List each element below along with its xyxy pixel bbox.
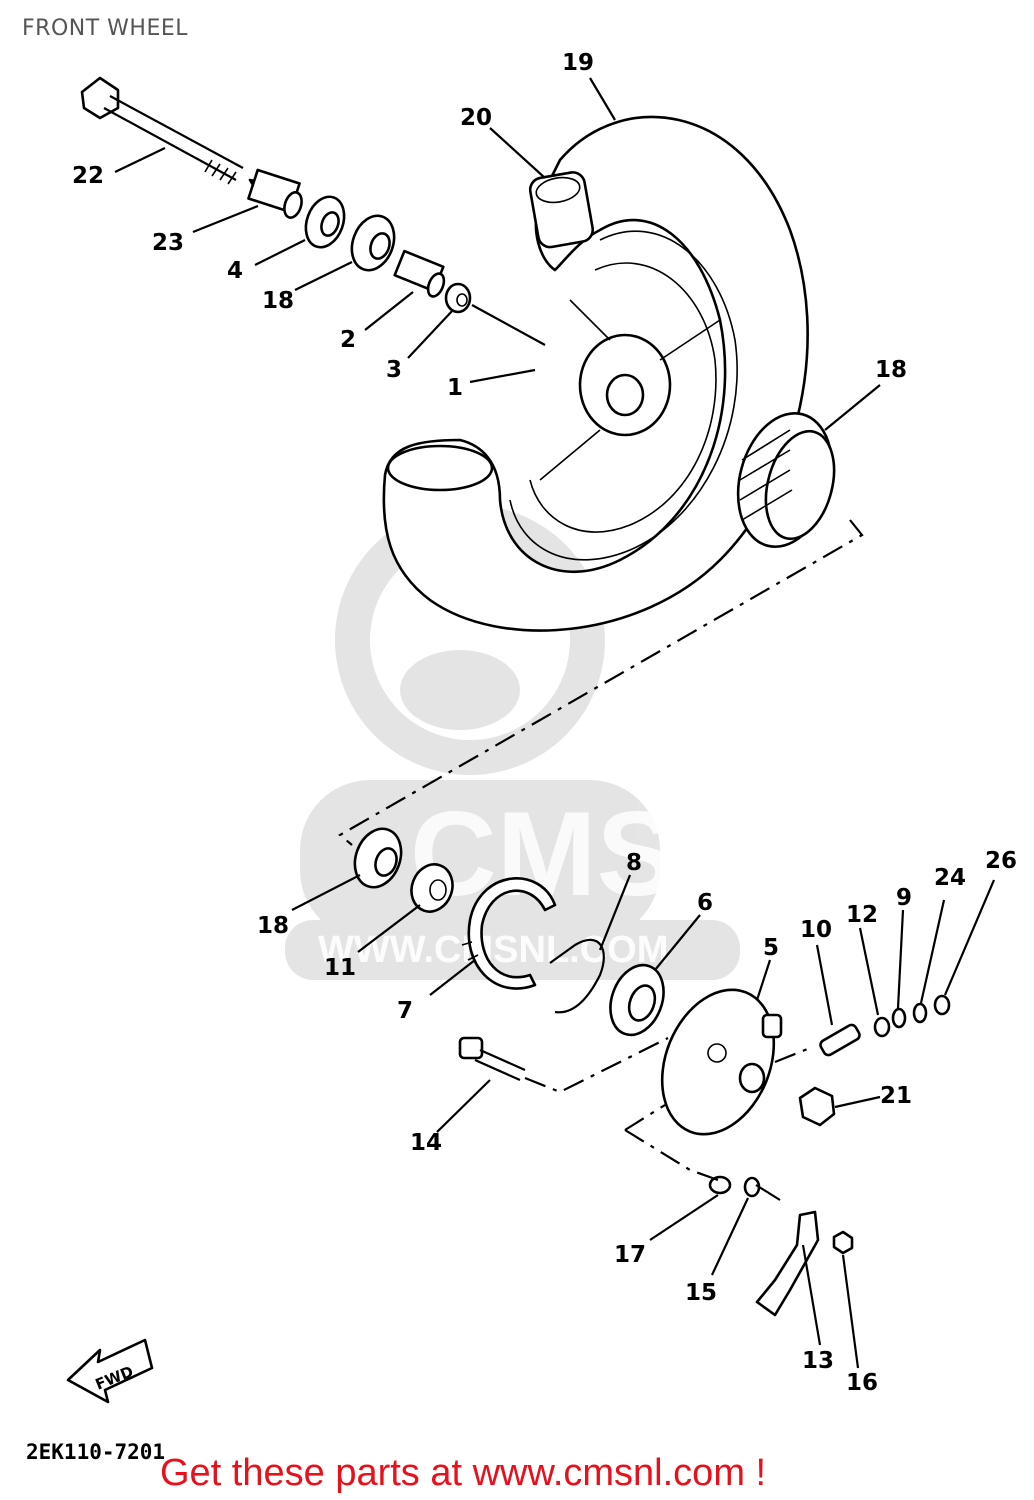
wheel-hub-part	[382, 115, 809, 632]
callout-11: 11	[324, 955, 356, 981]
callout-15: 15	[685, 1280, 717, 1306]
ring-25-part	[912, 1002, 928, 1024]
assembly-dashed-lines	[338, 519, 864, 1182]
collar-11-part	[410, 863, 454, 913]
axle-part	[80, 76, 244, 185]
fwd-arrow-icon	[66, 1338, 154, 1404]
axle-nut-part	[798, 1086, 836, 1127]
callout-2: 2	[340, 327, 356, 353]
callout-9: 9	[896, 885, 912, 911]
callout-24: 23	[152, 230, 184, 256]
callout-17: 17	[614, 1242, 646, 1268]
cam-lever-part	[755, 1210, 820, 1317]
callout-26: 26	[985, 848, 1017, 874]
callout-18-lower: 18	[257, 913, 289, 939]
bearing-18-upper-part	[350, 214, 396, 272]
callout-16: 16	[846, 1370, 878, 1396]
leader-lines	[114, 77, 996, 1369]
oil-seal-part	[609, 963, 665, 1037]
callout-23: 22	[72, 163, 104, 189]
brake-shoe-part	[461, 877, 557, 990]
callout-20: 19	[562, 50, 594, 76]
spring-part	[549, 938, 605, 1014]
washer-12-part	[873, 1016, 891, 1038]
callout-4: 4	[227, 258, 243, 284]
nut-16-part	[832, 1230, 854, 1255]
callout-22: 21	[880, 1083, 912, 1109]
promo-link[interactable]: Get these parts at www.cmsnl.com !	[160, 1452, 767, 1494]
callout-6: 6	[697, 890, 713, 916]
indicator-part	[819, 1023, 861, 1057]
callout-1: 1	[447, 375, 463, 401]
cam-shaft-part	[458, 1036, 526, 1082]
callout-21: 20	[460, 105, 492, 131]
bolt-15-part	[743, 1176, 781, 1201]
callout-14: 14	[410, 1130, 442, 1156]
ring-9-part	[891, 1007, 907, 1029]
callout-5: 5	[763, 935, 779, 961]
spacer-part	[247, 168, 303, 219]
callout-3: 3	[386, 357, 402, 383]
collar-3-part	[444, 282, 472, 314]
washer-17-part	[708, 1175, 732, 1195]
callout-18-upper: 18	[262, 288, 294, 314]
bearing-4-part	[304, 195, 346, 249]
callout-7: 7	[397, 998, 413, 1024]
callout-19: 18	[875, 357, 907, 383]
callout-25: 24	[934, 865, 966, 891]
callout-13: 13	[802, 1348, 834, 1374]
tire-part	[736, 411, 836, 549]
callout-10: 10	[800, 917, 832, 943]
brake-plate-part	[660, 988, 783, 1136]
page-title: FRONT WHEEL	[22, 16, 188, 41]
bearing-18-lower-part	[353, 827, 403, 889]
ring-26-part	[933, 994, 951, 1016]
spacer-2-part	[393, 249, 446, 298]
watermark-url: WWW.CMSNL.COM	[318, 929, 668, 971]
callout-12: 12	[846, 902, 878, 928]
callout-8: 8	[626, 850, 642, 876]
diagram-code: 2EK110-7201	[26, 1440, 166, 1464]
